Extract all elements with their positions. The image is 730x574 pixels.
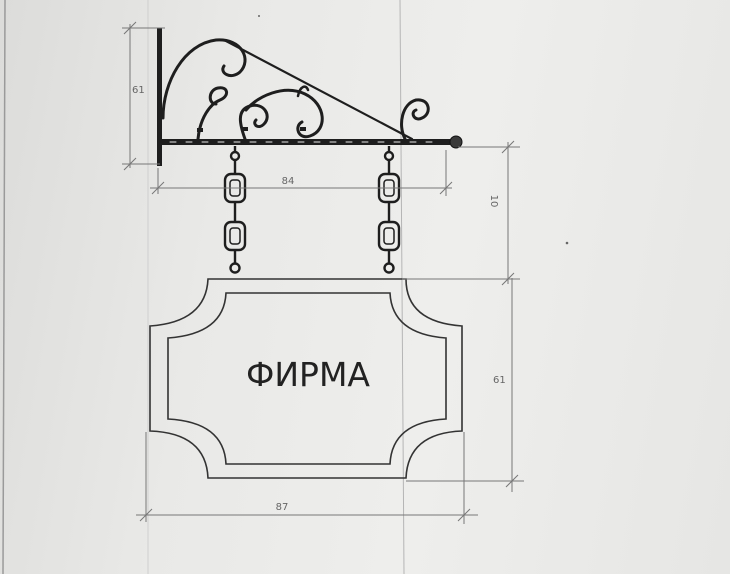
sign-text: ФИРМА: [246, 355, 370, 394]
sign-inner-outline: [167, 292, 447, 465]
middle-curl: [238, 103, 269, 141]
wall-plate: [157, 28, 162, 166]
diagonal-brace: [224, 39, 414, 141]
dim-chain-length: 10: [488, 195, 499, 208]
top-curl: [296, 85, 310, 98]
chain-left: [223, 146, 247, 274]
paper-specks: [258, 15, 569, 245]
dim-sign-width: 87: [276, 502, 289, 513]
sheet-guides: [2, 0, 405, 574]
left-curl: [196, 86, 228, 141]
wall-bracket: [157, 28, 463, 166]
arm-finial: [449, 135, 463, 149]
dim-bracket-width: 84: [282, 176, 295, 187]
chain-right: [377, 146, 401, 274]
sign-board: [149, 278, 463, 479]
end-scroll: [400, 98, 430, 141]
right-curl: [244, 88, 324, 139]
dim-bracket-height: 61: [132, 85, 145, 96]
large-scroll: [161, 38, 247, 120]
dimension-lines: [122, 21, 524, 524]
sign-outer-outline: [149, 278, 463, 479]
dim-sign-height: 61: [493, 375, 506, 386]
